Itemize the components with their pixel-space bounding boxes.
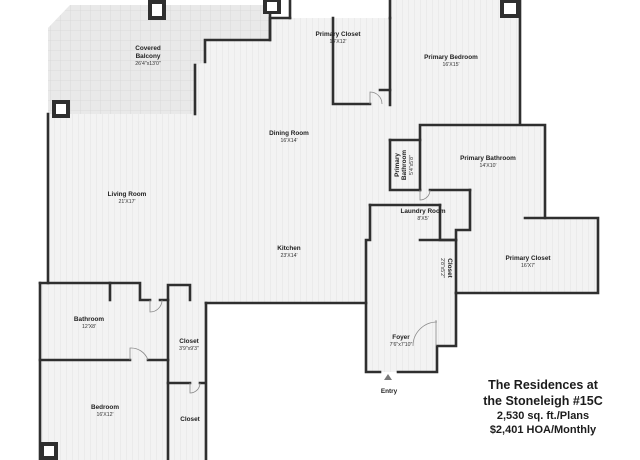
svg-text:Laundry Room: Laundry Room <box>400 208 445 215</box>
svg-text:16'X12': 16'X12' <box>97 412 114 418</box>
laundry-room-label: Laundry Room 8'X5' <box>400 208 445 222</box>
listing-hoa: $2,401 HOA/Monthly <box>489 424 597 436</box>
svg-text:7'6"x7'10": 7'6"x7'10" <box>390 342 413 348</box>
doors <box>129 91 438 394</box>
bedroom-label: Bedroom 16'X12' <box>91 404 119 418</box>
balcony-label: Covered Balcony 26'4"x13'0" <box>135 45 161 67</box>
balcony-area <box>48 5 270 114</box>
svg-text:3'9"x9'3": 3'9"x9'3" <box>179 346 199 352</box>
listing-title-line1: The Residences at <box>488 378 598 392</box>
floor-area <box>40 0 598 460</box>
svg-text:Primary Closet: Primary Closet <box>315 31 361 38</box>
svg-text:Bathroom: Bathroom <box>401 150 408 180</box>
svg-text:21'X17': 21'X17' <box>119 199 136 205</box>
living-room-label: Living Room 21'X17' <box>108 191 147 205</box>
closet-low-label: Closet <box>180 416 200 423</box>
listing-title-line2: the Stoneleigh #15C <box>483 394 603 408</box>
svg-text:Closet: Closet <box>179 338 199 345</box>
svg-text:Primary Bedroom: Primary Bedroom <box>424 54 478 61</box>
primary-bedroom-label: Primary Bedroom 16'X15' <box>424 54 478 68</box>
svg-text:Dining Room: Dining Room <box>269 130 309 137</box>
svg-text:Covered: Covered <box>135 45 161 52</box>
svg-text:12'X8': 12'X8' <box>82 324 96 330</box>
svg-text:16'X14': 16'X14' <box>281 138 298 144</box>
svg-text:Primary: Primary <box>394 153 401 177</box>
svg-text:14'X12': 14'X12' <box>330 39 347 45</box>
listing-info: The Residences at the Stoneleigh #15C 2,… <box>468 377 618 437</box>
svg-text:Living Room: Living Room <box>108 191 147 198</box>
foyer-label: Foyer 7'6"x7'10" <box>390 334 413 348</box>
bathroom-label: Bathroom 12'X8' <box>74 316 104 330</box>
svg-text:Primary Bathroom: Primary Bathroom <box>460 155 516 162</box>
svg-text:14'X10': 14'X10' <box>480 163 497 169</box>
svg-text:Bathroom: Bathroom <box>74 316 104 323</box>
primary-closet-right-label: Primary Closet 16'X7' <box>505 255 551 269</box>
kitchen-label: Kitchen 23'X14' <box>277 245 301 259</box>
listing-size: 2,530 sq. ft./Plans <box>496 410 590 422</box>
svg-text:2'8"x5'2": 2'8"x5'2" <box>439 258 445 278</box>
svg-text:16'X7': 16'X7' <box>521 263 535 269</box>
svg-text:23'X14': 23'X14' <box>281 253 298 259</box>
primary-closet-top-label: Primary Closet 14'X12' <box>315 31 361 45</box>
svg-text:Bedroom: Bedroom <box>91 404 119 411</box>
walls <box>38 0 600 460</box>
svg-text:Closet: Closet <box>446 258 453 278</box>
closet-mid-label: Closet 3'9"x9'3" <box>179 338 200 352</box>
svg-text:5'4"x5'8": 5'4"x5'8" <box>409 155 415 175</box>
primary-bathroom-label: Primary Bathroom 14'X10' <box>460 155 516 169</box>
svg-text:26'4"x13'0": 26'4"x13'0" <box>135 61 161 67</box>
svg-text:16'X15': 16'X15' <box>443 62 460 68</box>
primary-bathroom-small-label: Primary Bathroom 5'4"x5'8" <box>394 150 415 180</box>
dining-room-label: Dining Room 16'X14' <box>269 130 309 144</box>
closet-small-label: Closet 2'8"x5'2" <box>439 258 453 279</box>
svg-text:Foyer: Foyer <box>392 334 410 341</box>
svg-text:Closet: Closet <box>180 416 200 423</box>
svg-text:Kitchen: Kitchen <box>277 245 301 252</box>
entry-label: Entry <box>381 388 398 395</box>
entry-arrow <box>384 374 392 380</box>
svg-text:8'X5': 8'X5' <box>417 216 428 222</box>
svg-text:Primary Closet: Primary Closet <box>505 255 551 262</box>
svg-text:Balcony: Balcony <box>136 53 161 60</box>
